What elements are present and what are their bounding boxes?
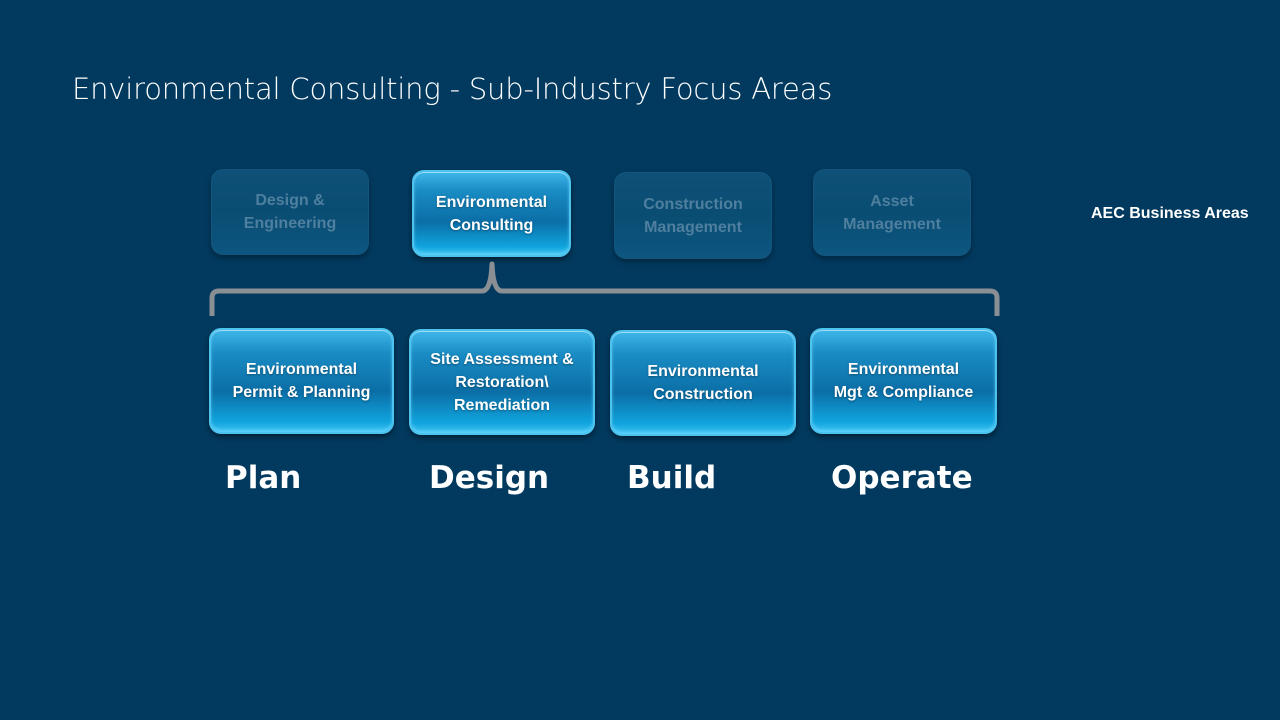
phase-build: Build [627, 460, 717, 496]
business-area-asset-management: Asset Management [813, 169, 971, 256]
focus-area-site-assessment: Site Assessment & Restoration\ Remediati… [409, 329, 595, 435]
phase-design: Design [429, 460, 550, 496]
slide-title: Environmental Consulting - Sub-Industry … [72, 72, 833, 106]
focus-area-construction: Environmental Construction [610, 330, 796, 436]
business-area-construction-management: Construction Management [614, 172, 772, 259]
phase-operate: Operate [831, 460, 973, 496]
aec-business-areas-label: AEC Business Areas [1091, 205, 1249, 222]
focus-area-permit-planning: Environmental Permit & Planning [209, 328, 394, 434]
business-area-environmental-consulting: Environmental Consulting [412, 170, 571, 257]
focus-area-mgt-compliance: Environmental Mgt & Compliance [810, 328, 997, 434]
business-area-design-engineering: Design & Engineering [211, 169, 369, 255]
brace-path [209, 261, 1000, 316]
phase-plan: Plan [225, 460, 302, 496]
